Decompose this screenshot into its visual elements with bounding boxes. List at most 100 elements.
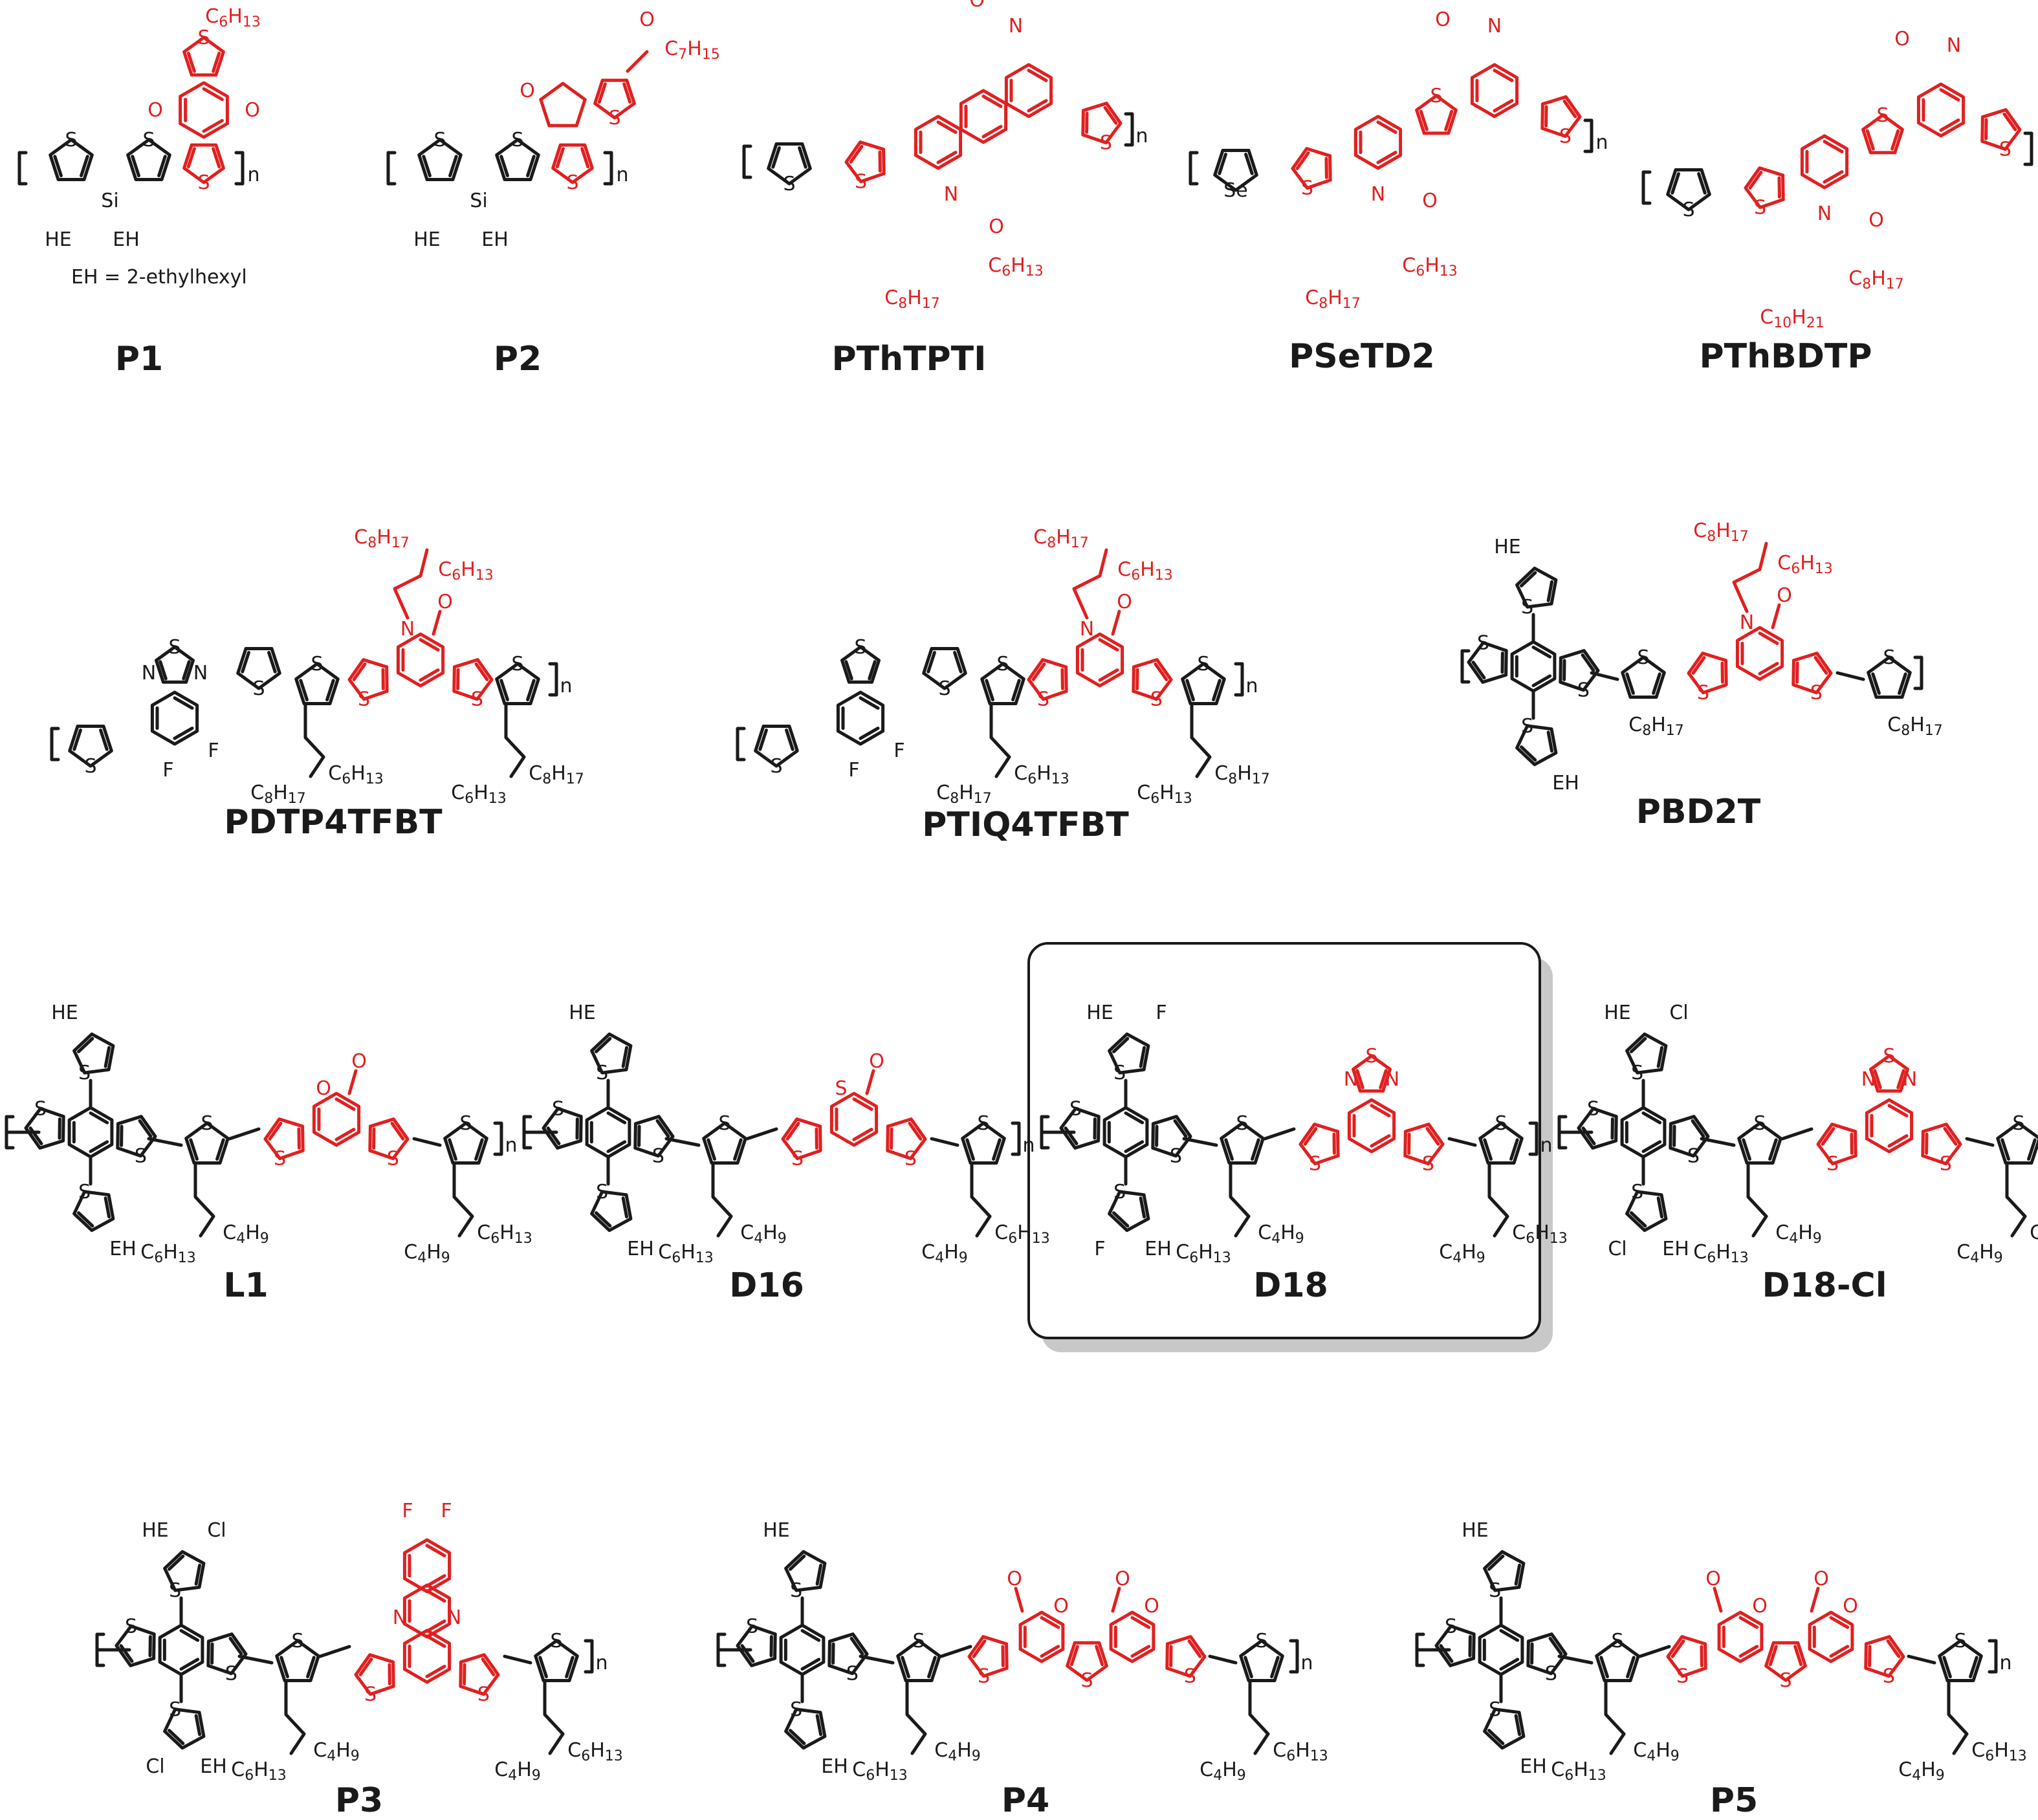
double-bond: [157, 155, 167, 177]
double-bond: [179, 1628, 200, 1642]
alkyl-label: C8H17: [1861, 0, 1917, 1]
side-chain-eh: EH: [113, 228, 140, 251]
heteroatom-s: S: [1069, 1097, 1082, 1120]
alkyl-label: C6H13: [1971, 1739, 2027, 1764]
thiophene-ring: [1239, 1639, 1284, 1682]
double-bond: [594, 1036, 612, 1053]
benzene-ring: [1353, 115, 1403, 170]
double-bond: [868, 660, 877, 681]
heteroatom-s: S: [1611, 1630, 1623, 1652]
thiophene-ring: [184, 1121, 230, 1165]
heteroatom-s: S: [1477, 631, 1489, 654]
double-bond: [202, 118, 224, 133]
thiophene-ring: [1415, 94, 1458, 135]
double-bond: [202, 87, 224, 102]
double-bond: [758, 729, 768, 751]
halogen-cl: Cl: [146, 1755, 164, 1778]
double-bond: [1295, 151, 1310, 170]
double-bond: [852, 1097, 873, 1111]
thiophene-ring: [754, 725, 799, 768]
alkyl-label: C6H13: [1402, 254, 1458, 280]
alkyl-label: C8H17: [529, 762, 584, 787]
thiophene-ring: [702, 1121, 747, 1165]
carbonyl-bond: [1771, 603, 1781, 630]
double-bond: [422, 155, 432, 177]
double-bond: [228, 1636, 243, 1656]
heteroatom-s: S: [1876, 104, 1889, 127]
thiophene-ring: [1181, 662, 1226, 705]
bond: [1208, 1654, 1238, 1665]
double-bond: [179, 1658, 200, 1671]
double-bond: [815, 1714, 823, 1737]
double-bond: [1939, 118, 1960, 132]
bond: [930, 1137, 959, 1147]
side-chain-he: HE: [51, 1002, 78, 1024]
double-bond: [1656, 1046, 1664, 1068]
side-chain-he: HE: [142, 1519, 169, 1542]
side-chain-he: HE: [569, 1002, 596, 1024]
heteroatom-s: S: [1631, 1062, 1643, 1084]
heteroatom-s: S: [1255, 1630, 1267, 1652]
double-bond: [740, 1644, 755, 1663]
alkyl-chain: [989, 703, 1011, 778]
heteroatom-s: S: [783, 173, 795, 195]
double-bond: [771, 146, 781, 169]
double-bond: [785, 1121, 800, 1141]
double-bond: [1671, 1639, 1685, 1658]
repeat-n: n: [1245, 675, 1258, 697]
heteroatom-s: S: [252, 677, 265, 700]
double-bond: [800, 1628, 821, 1642]
double-bond: [1112, 1036, 1130, 1053]
benzene-ring: [1735, 626, 1784, 681]
alkyl-chain: [1746, 1163, 1768, 1238]
thiophene-ring: [1577, 1106, 1618, 1150]
double-bond: [1124, 1140, 1145, 1154]
atom-o: O: [1115, 1568, 1130, 1590]
double-bond: [419, 638, 440, 652]
thiophene-ring: [1666, 1635, 1707, 1678]
thiophene-ring: [1867, 655, 1912, 699]
alkyl-label: C6H13: [658, 1241, 714, 1266]
cyclopentanone-ring: [539, 82, 587, 127]
bond: [503, 1654, 532, 1665]
polymer-bracket: [17, 151, 28, 186]
double-bond: [852, 1128, 873, 1141]
double-bond: [972, 1639, 987, 1658]
heteroatom-s: S: [1637, 646, 1649, 669]
alkyl-label: C6H13: [140, 1241, 196, 1266]
thiophene-ring: [49, 138, 94, 181]
double-bond: [1793, 1645, 1803, 1667]
double-bond: [425, 1589, 446, 1603]
double-bond: [76, 1211, 94, 1228]
double-bond: [606, 1140, 627, 1154]
double-bond: [800, 1658, 821, 1671]
thiophene-ring: [1352, 1054, 1392, 1093]
double-bond: [419, 668, 440, 682]
alkyl-label: C8H17: [354, 526, 410, 551]
label-p1: P1: [115, 340, 163, 378]
double-bond: [1531, 674, 1552, 688]
thiophene-ring: [182, 143, 225, 184]
double-bond: [334, 1128, 356, 1141]
heteroatom-s: S: [938, 677, 950, 700]
heteroatom-se: Se: [1223, 179, 1248, 202]
heteroatom-s: S: [477, 1683, 490, 1706]
halogen-f: F: [1094, 1238, 1105, 1260]
thiophene-ring: [1434, 1624, 1476, 1667]
double-bond: [1355, 1069, 1364, 1090]
double-bond: [901, 1656, 910, 1678]
double-bond: [1103, 105, 1118, 125]
label-d18-cl: D18-Cl: [1762, 1266, 1887, 1305]
heteroatom-s: S: [387, 1148, 399, 1170]
heteroatom-s: S: [996, 653, 1009, 675]
heteroatom-s: S: [2012, 1112, 2024, 1135]
double-bond: [1629, 1036, 1647, 1053]
alkyl-label: C6H13: [1137, 782, 1192, 807]
double-bond: [1439, 1644, 1454, 1663]
thiophene-ring: [1921, 1123, 1962, 1166]
double-bond: [1130, 1616, 1151, 1629]
double-bond: [1546, 580, 1554, 602]
atom-n: N: [1009, 15, 1023, 38]
heteroatom-s: S: [718, 1112, 730, 1135]
